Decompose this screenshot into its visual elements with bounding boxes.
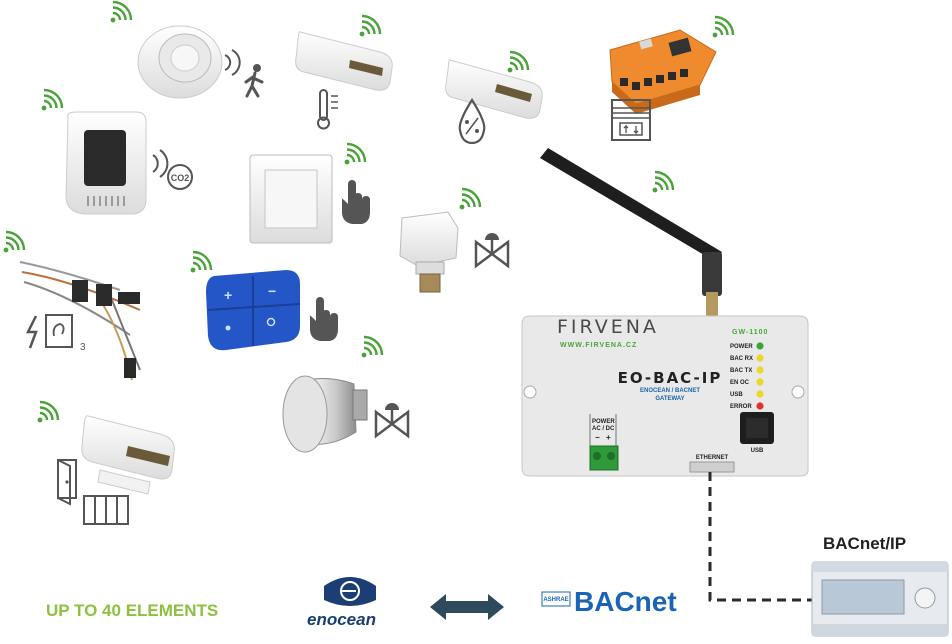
gateway-url: WWW.FIRVENA.CZ [560, 342, 637, 349]
temperature-sensor [295, 14, 393, 130]
usb-label: USB [751, 448, 764, 454]
humidity-drop-icon [458, 97, 486, 145]
svg-text:−: − [268, 283, 276, 299]
window-contact-sensor [36, 400, 175, 525]
relay-count: 3 [80, 342, 86, 353]
power-label: POWER [592, 419, 615, 425]
bidirectional-arrow [430, 594, 504, 620]
led-indicator [756, 342, 764, 350]
thermometer-icon [317, 89, 338, 130]
blind-actuator-module [609, 15, 735, 141]
door-icon [57, 459, 77, 506]
co2-label: CO2 [171, 173, 190, 183]
svg-text:−: − [595, 433, 600, 442]
wifi-icon [358, 14, 382, 38]
gateway-device: FIRVENA WWW.FIRVENA.CZ GW-1100 EO-BAC-IP… [521, 148, 809, 477]
bacnet-ip-label: BACnet/IP [823, 534, 906, 553]
enocean-logo: enocean [307, 577, 376, 629]
window-blind-icon [611, 99, 651, 141]
gateway-model: GW-1100 [732, 329, 768, 336]
bacnet-ip-controller: BACnet/IP [811, 534, 949, 637]
touch-hand-icon [309, 297, 338, 341]
valve-icon [474, 231, 510, 268]
enocean-wordmark: enocean [307, 610, 376, 629]
wifi-icon [109, 0, 133, 24]
svg-text:+: + [224, 287, 232, 303]
led-panel: POWER BAC RX BAC TX EN OC USB ERROR [730, 342, 764, 410]
gate-icon [83, 495, 129, 525]
co2-icon: CO2 [152, 149, 193, 190]
wifi-icon [36, 400, 60, 424]
motion-person-icon [224, 49, 264, 98]
wifi-icon [189, 250, 213, 274]
wifi-icon [458, 187, 482, 211]
valve-actuator [399, 187, 510, 293]
ethernet-cable [708, 472, 816, 602]
bacnet-wordmark: BACnet [574, 586, 677, 617]
gateway-brand: FIRVENA [557, 316, 659, 338]
power-sub-label: AC / DC [592, 426, 615, 432]
wifi-icon [40, 88, 64, 112]
thermostatic-head [282, 335, 410, 453]
humidity-sensor [445, 50, 543, 145]
led-label: EN OC [730, 380, 750, 386]
wifi-icon [360, 335, 384, 359]
gateway-subtitle-line2: GATEWAY [655, 396, 684, 402]
wifi-icon [506, 50, 530, 74]
svg-text:+: + [606, 433, 611, 442]
wifi-icon [2, 230, 26, 254]
led-label: ERROR [730, 404, 752, 410]
led-indicator [756, 354, 764, 362]
valve-icon [374, 401, 410, 438]
touch-hand-icon [341, 180, 370, 224]
led-label: BAC TX [730, 368, 752, 374]
elements-count-label: UP TO 40 ELEMENTS [46, 601, 218, 620]
gateway-subtitle-line1: ENOCEAN / BACNET [640, 388, 700, 394]
gateway-title: EO-BAC-IP [618, 369, 723, 387]
led-label: BAC RX [730, 356, 753, 362]
led-indicator [756, 402, 764, 410]
led-indicator [756, 390, 764, 398]
led-label: USB [730, 392, 743, 398]
ethernet-port [689, 461, 735, 473]
led-label: POWER [730, 344, 753, 350]
bacnet-logo: ASHRAE BACnet [541, 586, 677, 617]
wifi-icon [343, 142, 367, 166]
relay-icon: 3 [25, 314, 86, 353]
led-indicator [756, 378, 764, 386]
power-terminal [589, 445, 619, 471]
pir-motion-sensor [109, 0, 264, 99]
ethernet-label: ETHERNET [696, 455, 729, 461]
relay-wires: 3 [2, 230, 141, 381]
wall-switch [249, 142, 370, 244]
blue-remote: + − [189, 250, 338, 351]
co2-sensor: CO2 [40, 88, 193, 215]
ashrae-wordmark: ASHRAE [543, 597, 568, 603]
wifi-icon [711, 15, 735, 39]
wifi-icon [651, 170, 675, 194]
led-indicator [756, 366, 764, 374]
